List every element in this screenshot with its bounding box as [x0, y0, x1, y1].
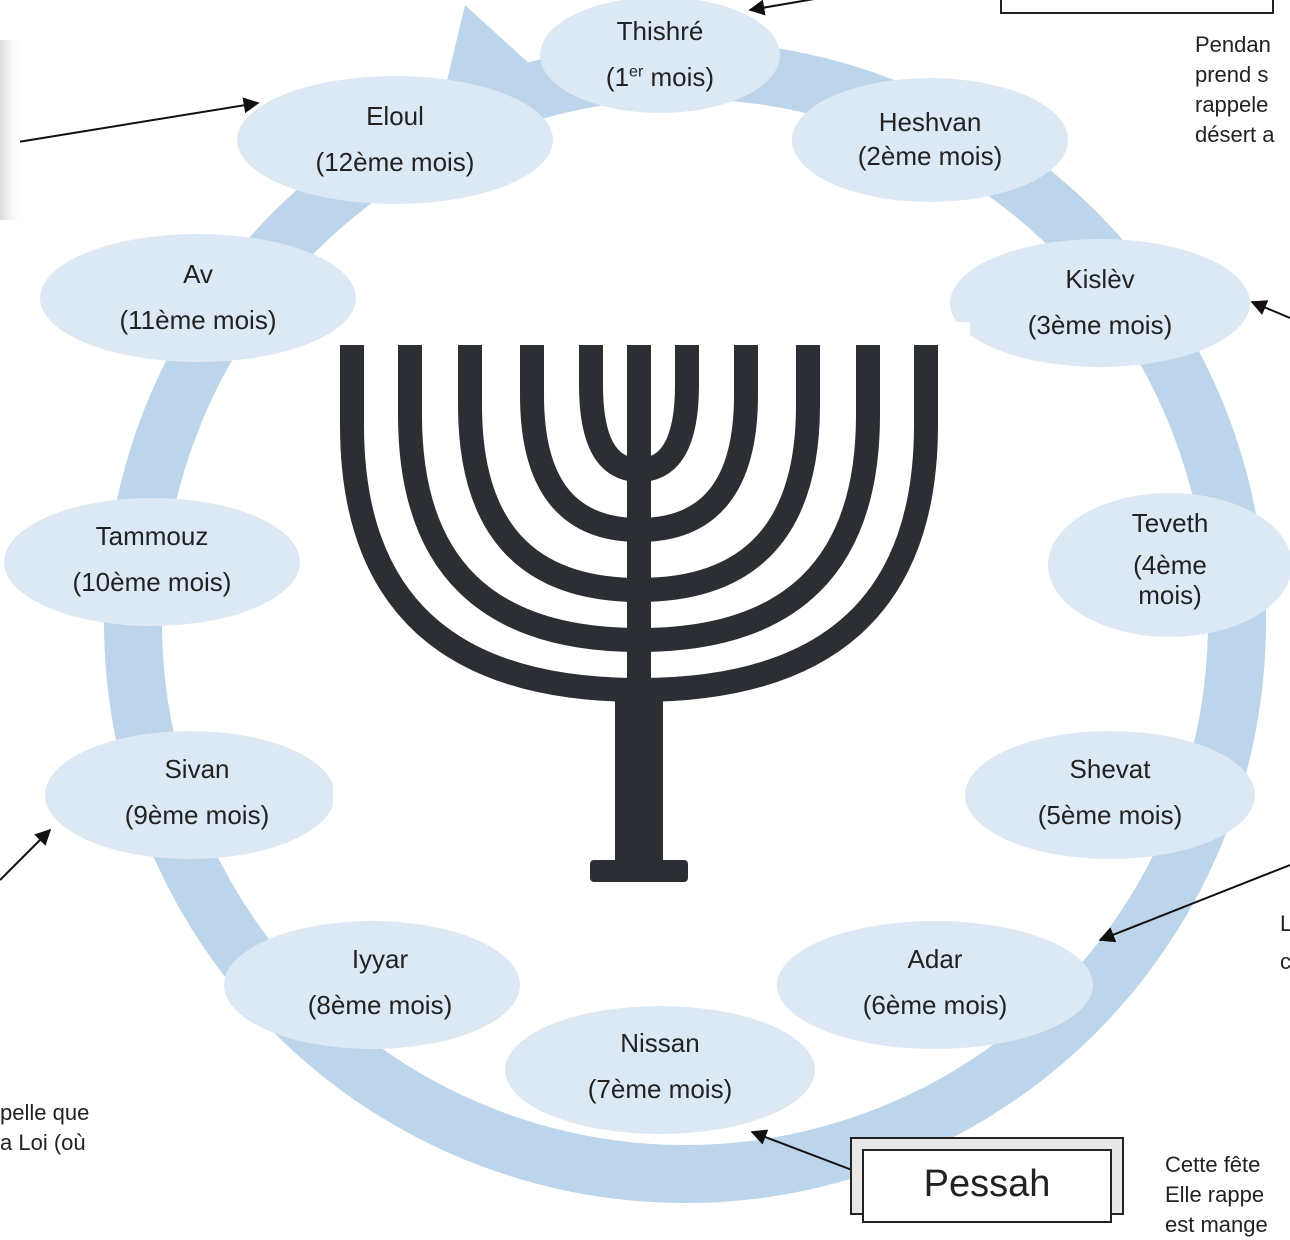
cropped-photo	[0, 40, 20, 220]
bubble-iyyar	[224, 921, 520, 1049]
menorah-base	[590, 860, 688, 882]
arrow-eloul	[17, 97, 260, 143]
bubble-nissan	[505, 1006, 815, 1134]
side-text-line: pelle que	[0, 1100, 90, 1125]
side-text-line: Elle rappe	[1165, 1182, 1265, 1207]
side-text-bottom-left: pelle que a Loi (où	[0, 1098, 89, 1158]
bubble-shevat	[965, 731, 1255, 859]
calendar-diagram	[0, 0, 1290, 1203]
side-text-line: Cette fête	[1165, 1152, 1261, 1177]
bubble-tammouz	[4, 498, 300, 626]
bubble-eloul	[237, 76, 553, 204]
mask-left	[333, 745, 345, 855]
side-text-line: désert a	[1195, 122, 1275, 147]
menorah-icon	[340, 345, 938, 703]
arrow-kislev	[1250, 300, 1290, 319]
side-text-line: Pendan	[1195, 32, 1271, 57]
side-text-line: a Loi (où	[0, 1130, 86, 1155]
arrow-sivan	[0, 828, 52, 881]
feast-box-label: Pessah	[923, 1163, 1051, 1205]
bubble-adar	[777, 921, 1093, 1049]
side-text-line: L	[1280, 911, 1290, 936]
side-text-mid-right: L c	[1280, 905, 1290, 981]
arrow-nissan	[750, 1129, 853, 1171]
bubble-av	[40, 234, 356, 362]
feast-box-pessah: Pessah	[850, 1137, 1124, 1223]
side-text-line: est mange	[1165, 1212, 1268, 1237]
side-text-top-right: Pendan prend s rappele désert a	[1195, 30, 1275, 150]
side-text-line: c	[1280, 949, 1290, 974]
side-text-line: prend s	[1195, 62, 1269, 87]
bubble-kislev	[950, 239, 1250, 367]
feast-box-inner: Pessah	[862, 1149, 1112, 1223]
menorah-stem	[615, 690, 663, 870]
arrow-adar	[1098, 864, 1290, 943]
side-text-bottom-right: Cette fête Elle rappe est mange	[1165, 1150, 1268, 1240]
mask-kislev	[950, 322, 970, 338]
bubble-teveth	[1048, 493, 1290, 637]
top-feast-box	[1000, 0, 1274, 14]
bubble-sivan	[45, 731, 335, 859]
side-text-line: rappele	[1195, 92, 1269, 117]
arrow-thishre	[748, 0, 815, 16]
bubble-heshvan	[792, 78, 1068, 202]
bubble-thishre	[540, 0, 780, 113]
